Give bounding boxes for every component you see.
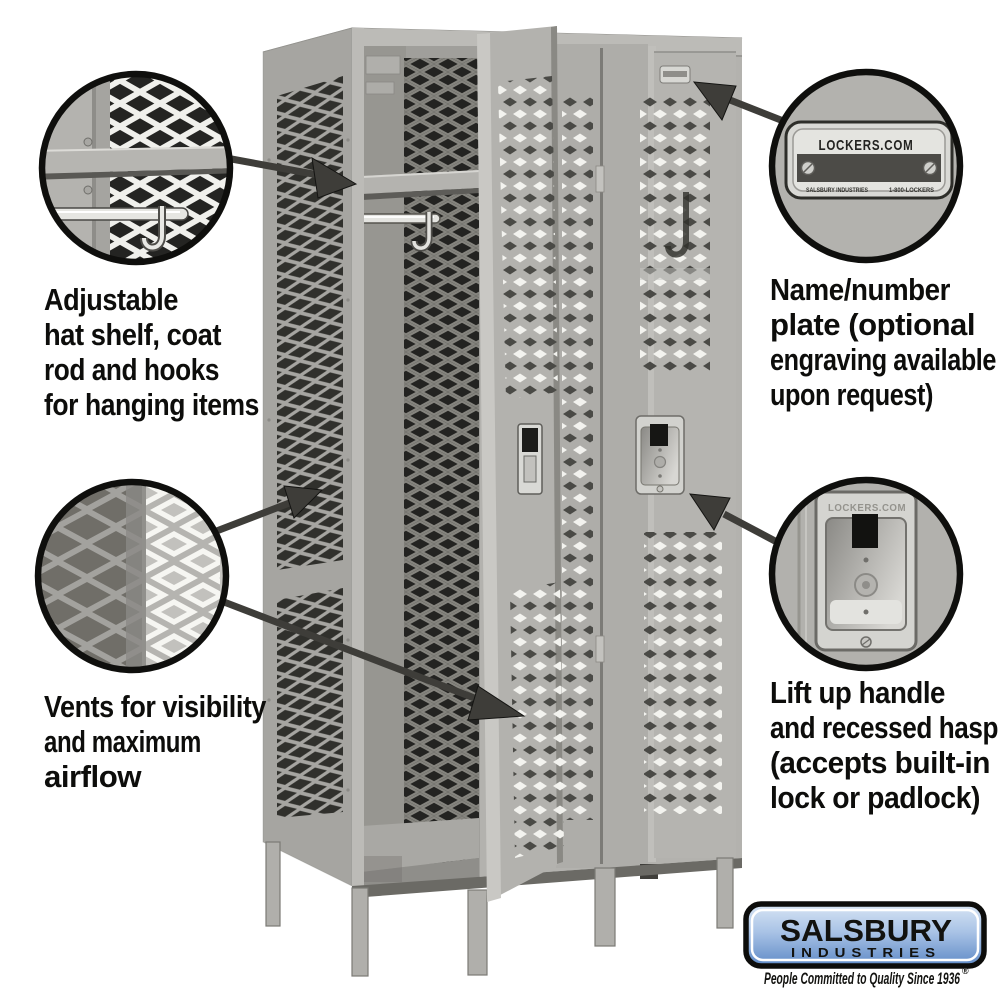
panel-screws [83,137,93,195]
callout-vents-label: Vents for visibility and maximum airflow [44,689,268,794]
middle-door [556,44,648,868]
handle-hole [653,455,667,469]
label-line: lock or padlock) [770,780,980,815]
logo-brand-text: SALSBURY [780,913,952,948]
compartment-floor [362,818,479,872]
side-panel-rivets [267,138,350,792]
logo-tagline: People Committed to Quality Since 1936 [764,969,960,988]
name-plate-phone: 1-800-LOCKERS [889,187,935,194]
interior-hook-through-vents [665,192,689,258]
hinge-bracket [365,55,401,75]
open-compartment [353,46,481,890]
locker [262,26,743,977]
handle-embossed-text: LOCKERS.COM [828,503,906,514]
handle-screw [656,485,664,493]
name-plate-maker: SALSBURY INDUSTRIES [806,187,869,194]
label-line: Vents for visibility [44,689,267,724]
callout-ring [38,70,234,266]
callout-hat-shelf-label: Adjustable hat shelf, coat rod and hooks… [44,282,260,422]
arrow-line-vents-side [212,498,294,536]
frame-left-stile [352,28,364,886]
callout-ring [34,478,230,674]
right-door [635,46,736,879]
hat-shelf-shadow [362,188,480,200]
floor-shadow [362,856,402,882]
callout-circle-vents [34,478,230,674]
arrow-head-handle [688,493,731,531]
handle-latch [650,424,668,446]
hinge-bracket [365,81,395,95]
open-door-top-vents [498,76,558,400]
open-door-edge-flange [477,33,501,902]
arrow-head-vents-side [283,485,324,519]
door-hinge [595,165,605,193]
side-vent-mesh-lower [277,588,343,818]
arrow-head-name-plate [692,81,737,122]
label-line: (accepts built-in [770,745,990,780]
callout-circle-hat-shelf [38,70,234,266]
leg [716,857,734,929]
name-plate-title: LOCKERS.COM [819,137,914,154]
vent-divider-strip [126,482,148,670]
label-line: plate (optional [770,307,975,342]
name-plate-band [797,154,941,182]
middle-door-vents [562,96,593,820]
name-plate-screws [800,160,938,176]
door-handle [635,415,685,495]
side-vent-mesh-upper [277,76,343,570]
open-door-latch [517,423,543,495]
shelf-detail-shadow [42,168,230,180]
door-hinge [595,635,605,663]
callout-handle-label: Lift up handle and recessed hasp (accept… [770,675,999,815]
legs [265,841,734,977]
open-door [477,26,564,902]
label-line: engraving available [770,342,996,377]
label-line: and maximum [44,724,201,759]
hook-detail [142,206,164,250]
callout-circle-name-plate: LOCKERS.COM SALSBURY INDUSTRIES 1-800-LO… [768,68,964,264]
handle-screw-detail [860,636,872,648]
label-line: Adjustable [44,282,178,317]
arrow-head-hat-shelf [311,157,358,199]
leg [265,841,281,927]
label-line: Name/number [770,272,950,307]
door-gap-line [600,48,603,864]
logo-registered-mark: ® [962,966,969,976]
logo-division-text: INDUSTRIES [791,946,941,960]
shelf-detail [42,146,230,174]
leg [467,889,488,976]
brand-logo: SALSBURY INDUSTRIES People Committed to … [743,901,987,988]
right-door-top-vents [640,95,710,372]
arrow-head-vents-door [467,685,526,721]
compartment-left-wall [362,46,406,882]
arrow-line-hat-shelf [225,154,325,180]
label-line: Lift up handle [770,675,945,710]
coat-hook [412,212,431,250]
hat-shelf-highlight [361,170,481,178]
label-line: and recessed hasp [770,710,998,745]
label-line: airflow [44,759,142,794]
label-line: rod and hooks [44,352,219,387]
open-door-bottom-vents [510,582,564,858]
callout-circle-handle: LOCKERS.COM [768,476,964,672]
logo-plate [743,901,987,969]
logo-inner-ring [750,908,980,962]
callout-name-plate-label: Name/number plate (optional engraving av… [770,272,997,412]
under-body-shadow [352,858,742,898]
label-line: upon request) [770,377,933,412]
callout-ring [768,68,964,264]
door-name-plate [659,65,691,84]
handle-latch-detail [852,514,878,548]
arrow-line-vents-door [222,598,492,708]
interior-shelf-through-vents [640,268,710,280]
right-door-bottom-vents [644,532,722,814]
label-line: for hanging items [44,387,259,422]
leg [594,867,616,947]
callout-ring [768,476,964,672]
leg [351,887,369,977]
label-line: hat shelf, coat [44,317,221,352]
vent-diamonds-dark [38,482,142,670]
